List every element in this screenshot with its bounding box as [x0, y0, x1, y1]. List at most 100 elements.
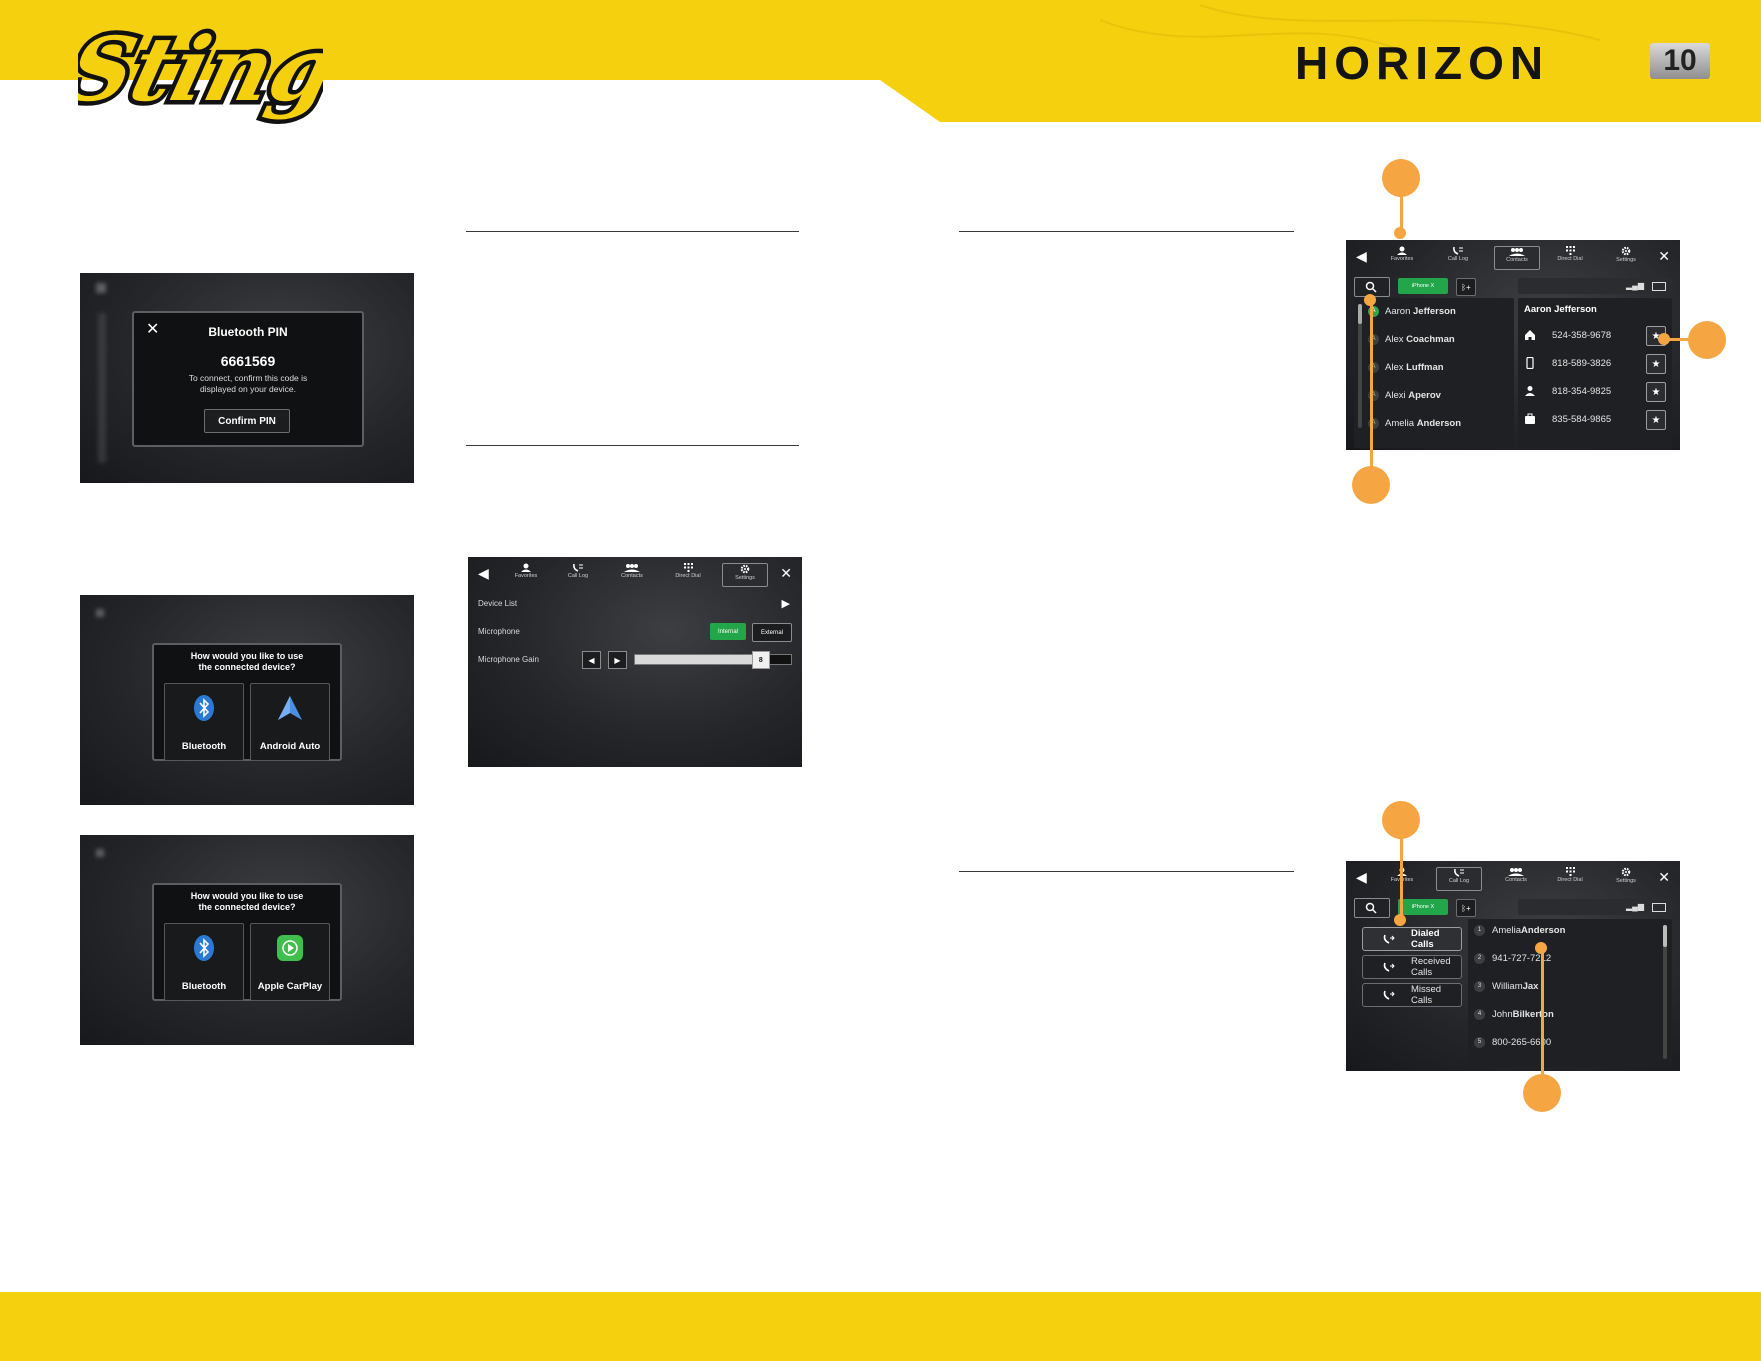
gain-slider-thumb[interactable]: 8: [751, 651, 770, 669]
call-type-tab[interactable]: Received Calls: [1362, 955, 1462, 979]
confirm-pin-button[interactable]: Confirm PIN: [204, 409, 290, 433]
nav-call-log[interactable]: Call Log: [1436, 246, 1480, 268]
gear-icon: [740, 564, 750, 574]
nav-direct-dial[interactable]: Direct Dial: [1548, 867, 1592, 889]
nav-call-log[interactable]: Call Log: [1436, 867, 1482, 891]
bluetooth-option[interactable]: Bluetooth: [164, 923, 244, 1001]
phone-number-row[interactable]: 524-358-9678: [1524, 326, 1611, 344]
bluetooth-add-button[interactable]: ᛒ+: [1456, 899, 1476, 917]
bluetooth-icon: [194, 695, 214, 721]
nav-bar: ◀ Favorites Call Log Contacts Direct Dia…: [1346, 240, 1680, 274]
mobile-icon: [1524, 357, 1544, 369]
entry-number-badge: 1: [1474, 925, 1485, 936]
mic-external-button[interactable]: External: [752, 623, 792, 642]
entry-name: John: [1492, 1009, 1513, 1020]
phone-number-row[interactable]: 835-584-9865: [1524, 410, 1611, 428]
phone-number-row[interactable]: 818-589-3826: [1524, 354, 1611, 372]
callout-leader: [1541, 948, 1544, 1076]
call-type-tab[interactable]: Missed Calls: [1362, 983, 1462, 1007]
android-auto-option[interactable]: Android Auto: [250, 683, 330, 761]
close-icon[interactable]: ✕: [146, 321, 160, 338]
device-list-label: Device List: [478, 599, 518, 608]
header-banner: [0, 0, 1761, 122]
nav-favorites[interactable]: Favorites: [1380, 246, 1424, 268]
phone-number-row[interactable]: 818-354-9825: [1524, 382, 1611, 400]
contact-last-name: Luffman: [1406, 362, 1444, 374]
entry-last-name: Jax: [1522, 981, 1539, 992]
phone-icon: [1373, 990, 1403, 1000]
nav-call-log[interactable]: Call Log: [556, 563, 600, 585]
nav-contacts[interactable]: Contacts: [1494, 246, 1540, 270]
nav-contacts-label: Contacts: [621, 573, 643, 579]
close-icon[interactable]: ✕: [1658, 248, 1670, 264]
callout-dot: [1658, 333, 1670, 345]
back-arrow-icon[interactable]: ◀: [1356, 869, 1367, 885]
callout-dot: [1364, 294, 1376, 306]
nav-direct-dial[interactable]: Direct Dial: [666, 563, 710, 585]
back-arrow-icon[interactable]: ◀: [478, 565, 489, 581]
pin-message-2: displayed on your device.: [200, 384, 296, 394]
favorite-star-button[interactable]: ★: [1646, 382, 1666, 402]
call-log-screen: ◀ Favorites Call Log Contacts Direct Dia…: [1346, 861, 1680, 1071]
back-arrow-icon[interactable]: ◀: [1356, 248, 1367, 264]
call-type-label: Missed Calls: [1411, 984, 1442, 1006]
nav-settings[interactable]: Settings: [1604, 867, 1648, 889]
battery-icon: [1652, 903, 1666, 912]
entry-number-badge: 3: [1474, 981, 1485, 992]
gear-icon: [1621, 867, 1631, 877]
call-type-label: Dialed Calls: [1411, 928, 1440, 950]
close-icon[interactable]: ✕: [1658, 869, 1670, 885]
gain-slider[interactable]: 8: [634, 651, 792, 669]
contact-letter-badge: A: [1368, 306, 1379, 317]
phone-icon: [1373, 934, 1403, 944]
android-auto-label: Android Auto: [259, 741, 321, 752]
favorite-star-button[interactable]: ★: [1646, 410, 1666, 430]
carplay-option[interactable]: Apple CarPlay: [250, 923, 330, 1001]
nav-contacts[interactable]: Contacts: [610, 563, 654, 585]
settings-screen: ◀ Favorites Call Log Contacts Direct Dia…: [468, 557, 802, 767]
entry-name: 941-727-7212: [1492, 953, 1552, 964]
nav-direct-dial[interactable]: Direct Dial: [1548, 246, 1592, 268]
nav-settings-label: Settings: [735, 575, 755, 581]
nav-settings[interactable]: Settings: [1604, 246, 1648, 268]
question-line-1: How would you like to use: [190, 651, 304, 661]
entry-number-badge: 2: [1474, 953, 1485, 964]
favorite-star-button[interactable]: ★: [1646, 354, 1666, 374]
play-arrow-icon[interactable]: ▶: [781, 598, 790, 610]
phone-selector[interactable]: iPhone X: [1398, 278, 1448, 294]
nav-contacts[interactable]: Contacts: [1494, 867, 1538, 889]
bluetooth-option[interactable]: Bluetooth: [164, 683, 244, 761]
horizon-logo: HORIZON 10: [1295, 37, 1715, 89]
nav-favorites-label: Favorites: [1390, 256, 1414, 262]
search-button[interactable]: [1354, 898, 1390, 918]
call-type-tab[interactable]: Dialed Calls: [1362, 927, 1462, 951]
call-log-row[interactable]: 2 941-727-7212: [1474, 953, 1551, 964]
phone-number: 524-358-9678: [1552, 329, 1612, 341]
nav-settings[interactable]: Settings: [722, 563, 768, 587]
gain-decrease-button[interactable]: ◀: [582, 651, 601, 669]
scrollbar[interactable]: [1358, 304, 1362, 428]
mic-internal-button[interactable]: Internal: [710, 623, 746, 640]
status-bar: ▂▄▆: [1518, 899, 1672, 915]
phone-selector[interactable]: iPhone X: [1398, 899, 1448, 915]
callout-dot: [1394, 914, 1406, 926]
horizon-wordmark: HORIZON: [1295, 37, 1550, 89]
gain-increase-button[interactable]: ▶: [608, 651, 627, 669]
scrollbar[interactable]: [1663, 925, 1667, 1059]
mic-gain-label: Microphone Gain: [478, 655, 539, 664]
bluetooth-add-button[interactable]: ᛒ+: [1456, 278, 1476, 296]
close-icon[interactable]: ✕: [780, 565, 792, 581]
nav-favorites[interactable]: Favorites: [504, 563, 548, 585]
device-use-dialog: How would you like to use the connected …: [152, 883, 342, 1001]
nav-settings-label: Settings: [1616, 257, 1636, 263]
